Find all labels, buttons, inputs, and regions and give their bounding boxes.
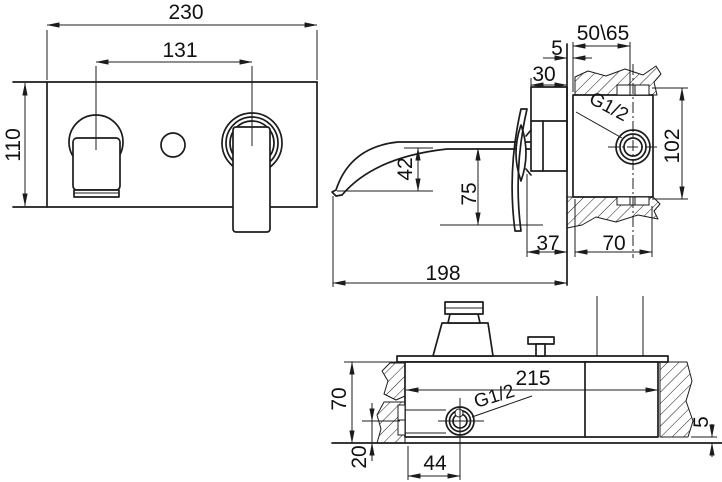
spout-profile-bottom [341, 148, 532, 196]
dim-label-30: 30 [532, 63, 555, 86]
dim-label-5-plan: 5 [690, 416, 713, 428]
spout-tip [331, 189, 343, 197]
dim-label-70-side: 70 [602, 232, 625, 255]
dim-escutcheon-depth: 30 [530, 63, 568, 88]
plan-view: 215 70 20 44 5 G1/2 [328, 296, 722, 480]
bleed-screw-stem [535, 343, 546, 357]
handle-blade-profile [511, 108, 528, 232]
leader-line [471, 395, 533, 418]
outlet-screw-detail [454, 408, 464, 418]
cartridge-body [432, 322, 494, 357]
dim-label-102: 102 [661, 128, 684, 163]
dim-label-230: 230 [168, 1, 203, 24]
dim-label-198: 198 [425, 262, 460, 285]
cartridge-hole-front [160, 132, 186, 158]
dim-label-215: 215 [515, 367, 550, 390]
dim-label-50-65: 50\65 [577, 22, 630, 45]
dim-spout-reach: 198 [332, 196, 568, 287]
cartridge-neck [447, 313, 481, 324]
dim-wall-hole: 50\65 [572, 22, 631, 92]
side-view: 50\65 5 30 102 G1/2 42 [331, 22, 688, 287]
deck-plate [396, 355, 669, 363]
dim-body-width-plan: 215 [405, 367, 659, 393]
valve-escutcheon-side [530, 86, 568, 172]
dim-label-20: 20 [348, 445, 371, 468]
dim-spout-drop: 42 [337, 147, 433, 192]
dim-label-42: 42 [394, 157, 417, 180]
dim-spout-clearance: 75 [440, 147, 543, 226]
dim-body-depth-side: 70 [574, 206, 653, 257]
dim-label-37: 37 [536, 232, 559, 255]
bleed-screw-head [527, 336, 555, 345]
dim-outlet-to-wall: 20 [348, 403, 400, 469]
dim-label-75: 75 [458, 182, 481, 205]
dim-trim-depth: 37 [526, 174, 568, 257]
dim-front-width: 230 [46, 1, 318, 80]
dim-label-5-side: 5 [551, 37, 563, 60]
dim-body-depth-plan: 70 [328, 361, 397, 444]
dim-front-height: 110 [2, 82, 28, 207]
handle-hub-line-top [525, 129, 532, 137]
spout-flange-side [515, 124, 527, 182]
dim-outlet-offset: 44 [407, 446, 461, 480]
wall-hatch-right [659, 361, 694, 438]
spout-profile-top [335, 141, 532, 191]
dim-label-44: 44 [423, 452, 447, 475]
dim-front-hole-centers: 131 [95, 39, 253, 150]
dim-recess-5: 5 [690, 416, 715, 457]
dim-label-110: 110 [2, 128, 25, 161]
leader-line [575, 111, 623, 139]
wall-hatch-left-upper [381, 362, 406, 401]
side-port-upper [397, 404, 406, 421]
dim-port-spacing: 102 [652, 87, 688, 200]
handle-hub-line-bottom [525, 168, 532, 176]
dim-label-70-plan: 70 [328, 387, 351, 410]
side-port-lower [397, 419, 406, 436]
dim-gap-5: 5 [543, 37, 592, 61]
dim-label-131: 131 [162, 39, 197, 62]
front-view: 230 131 110 [2, 1, 318, 233]
